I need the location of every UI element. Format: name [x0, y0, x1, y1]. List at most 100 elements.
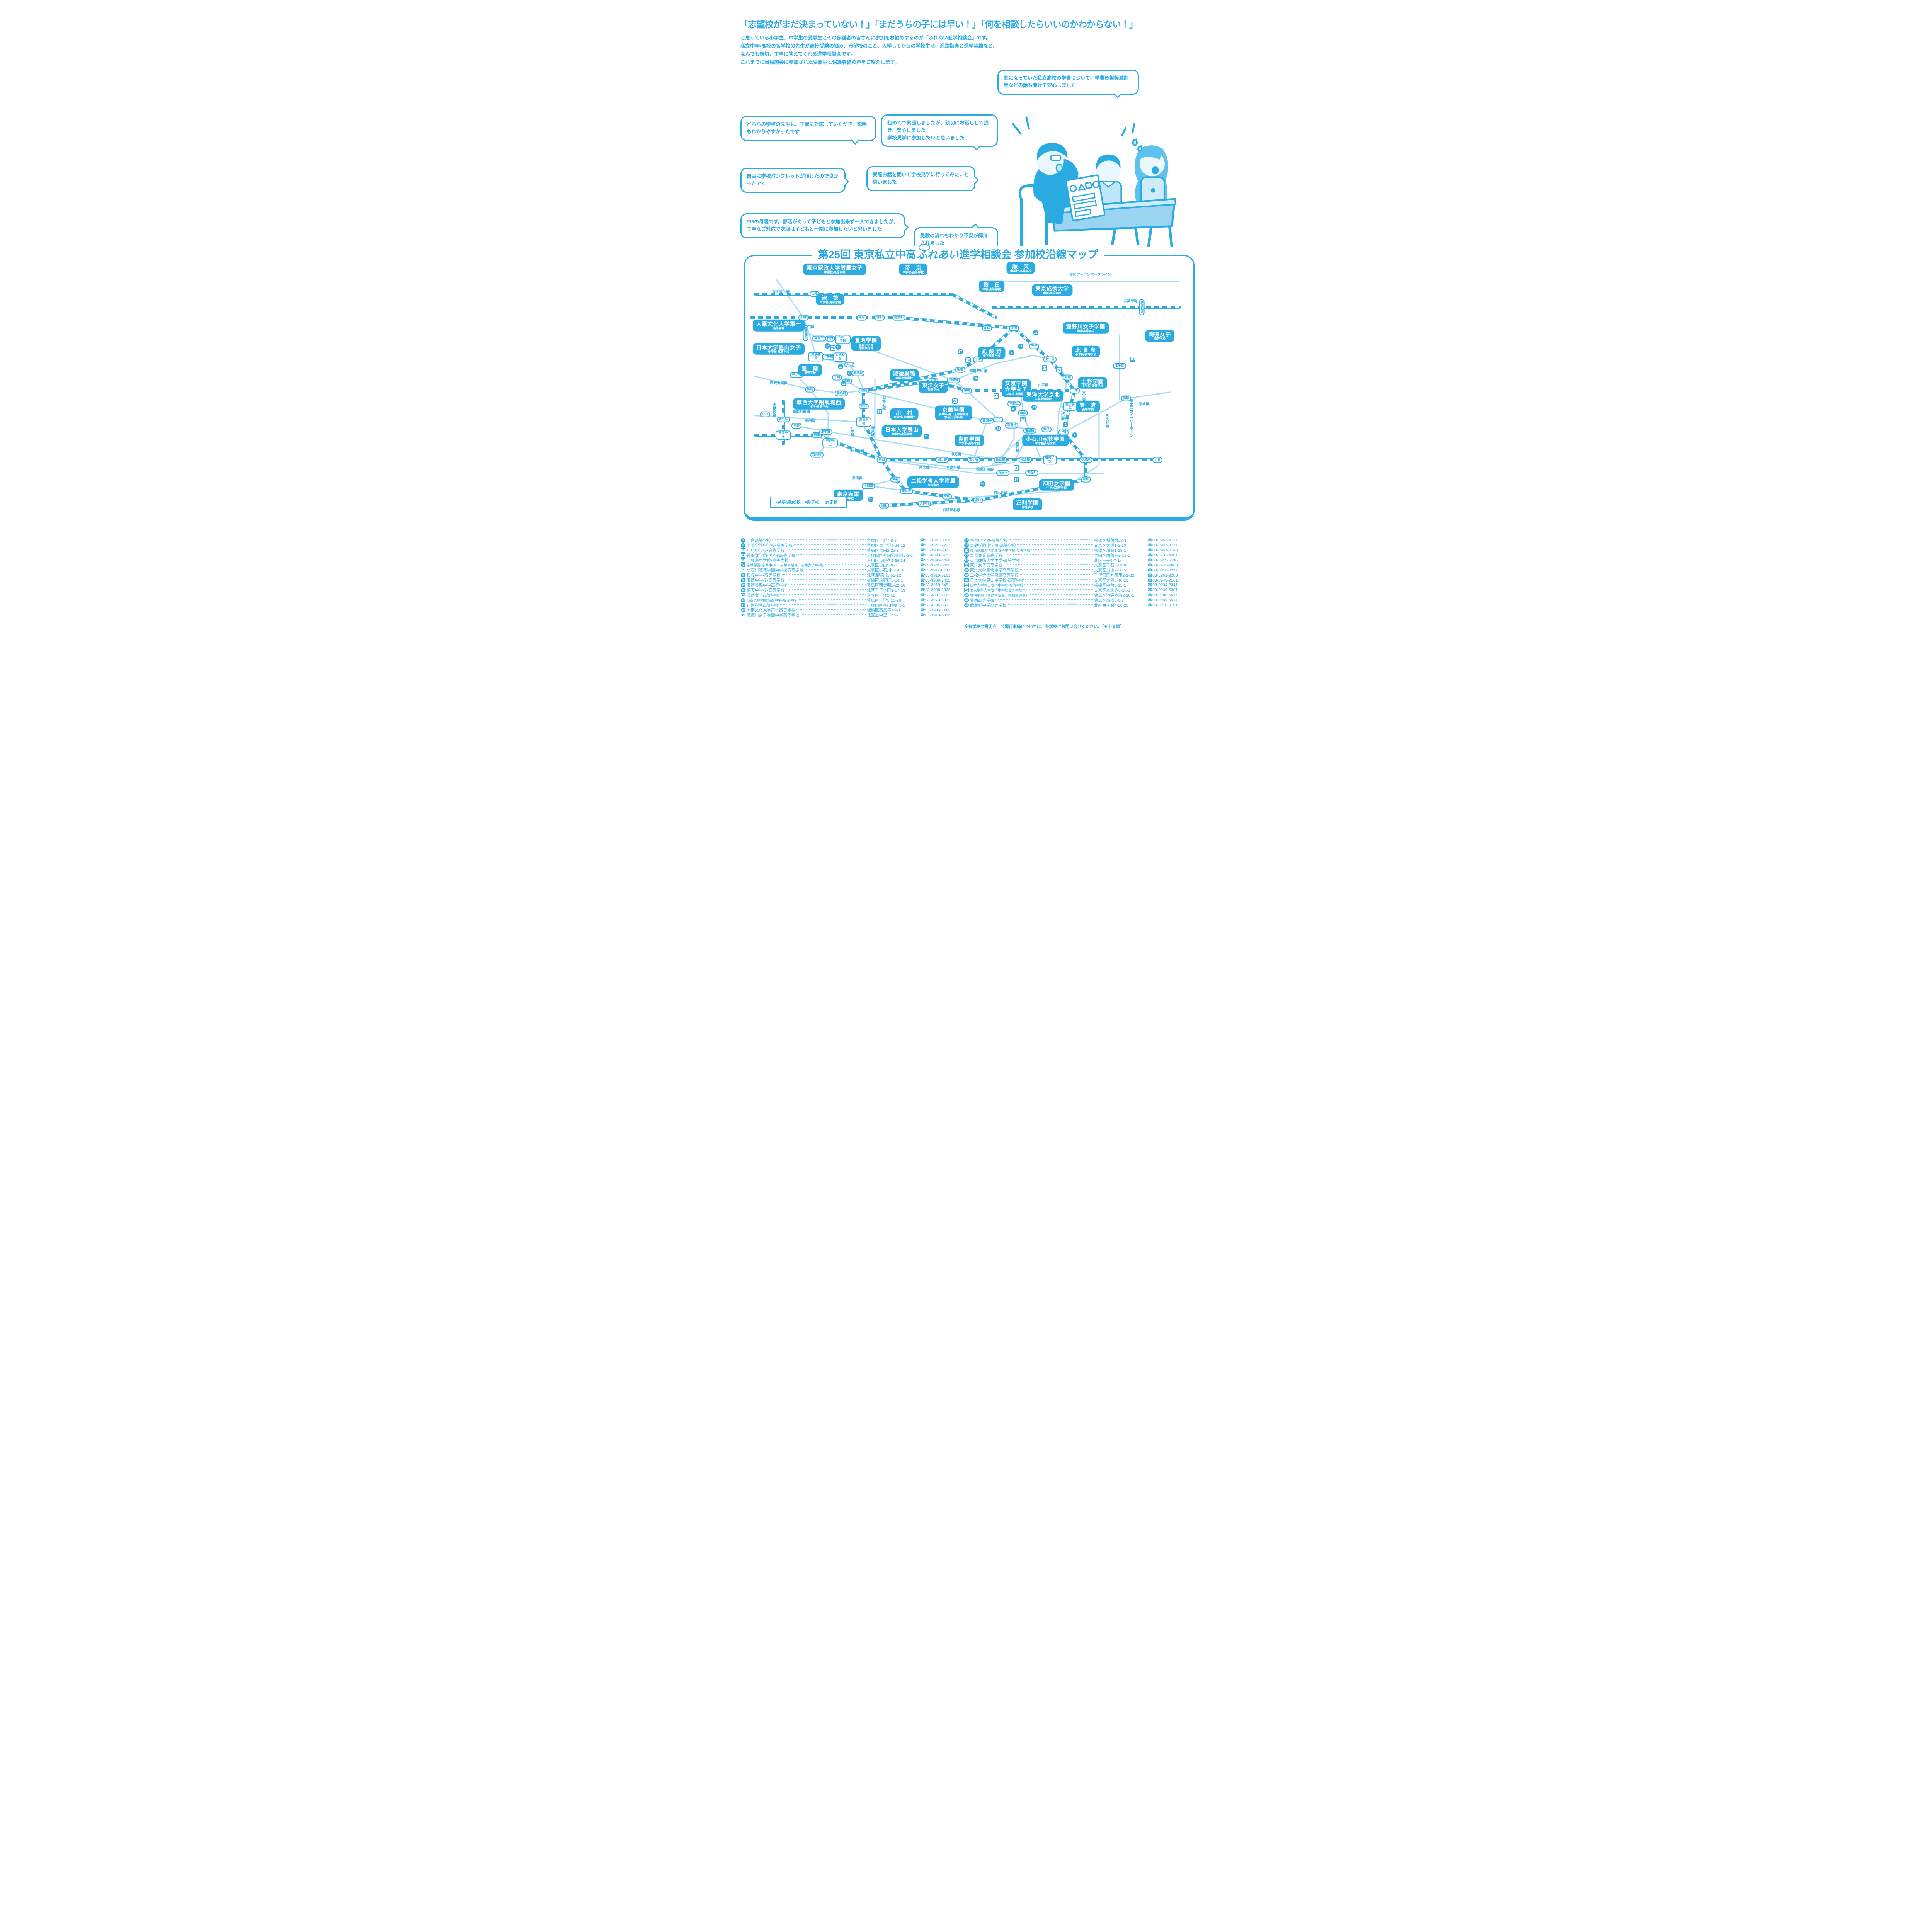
directory-phone: ☎03-6383-3751	[920, 553, 951, 558]
directory-marker: 15	[741, 608, 745, 612]
school-number-marker: 5	[1056, 367, 1062, 373]
testimonial-bubble: 中3の母親です。部活があって子どもと参加出来ず一人できましたが、丁寧なご対応で次…	[740, 213, 905, 238]
station-chip: ときわ台	[833, 352, 847, 362]
school-number-marker: 12	[1130, 357, 1136, 362]
directory-phone: ☎03-3988-5511	[1147, 593, 1178, 598]
directory-address: 板橋区高島平1-9-1	[867, 608, 901, 613]
school-name: 東京家政大学附属女子	[807, 265, 863, 271]
school-number-marker: 4	[1013, 465, 1019, 471]
school-type: 高等学校	[927, 388, 939, 391]
intro-paragraph: と思っている小学生、中学生の受験生とその保護者の皆さんに参加をお勧めするのが「ふ…	[740, 34, 1177, 66]
school-label: 潤徳女子高等学校	[1145, 330, 1174, 342]
station-chip: 志村三丁目	[835, 335, 851, 344]
line-label: 京浜東北線	[943, 508, 960, 512]
station-chip: 池袋	[859, 388, 869, 394]
dotted-leader	[786, 579, 866, 580]
rail-line-jr	[992, 305, 1181, 309]
directory-phone: ☎03-3261-9288	[1147, 573, 1178, 578]
station-chip: 巣鴨	[962, 388, 972, 394]
dotted-leader	[1025, 579, 1093, 580]
station-chip: 北池袋	[851, 370, 865, 376]
directory-note: ※各学校の説明会、公開行事等については、各学校にお問い合せください。（五十音順）	[964, 624, 1124, 629]
directory-address: 荒川区東尾久6-34-24	[867, 558, 905, 563]
directory-school-name: 東洋女子高等学校	[970, 563, 1002, 568]
directory-marker: 22	[964, 563, 969, 568]
station-chip: 目白	[859, 403, 869, 410]
directory-phone: ☎03-3943-3711	[1147, 543, 1178, 548]
station-chip: 蒲田	[879, 503, 889, 509]
station-chip: 秋葉原	[1079, 457, 1092, 463]
school-label: 北 豊 島中学校・高等学校	[1072, 345, 1100, 357]
school-number-marker: 23	[1031, 404, 1037, 410]
school-name: 神田女学園	[1042, 480, 1071, 486]
school-type: 京華中・高、京華商業高 京華女子中・高	[938, 412, 969, 419]
line-label: 埼京線	[871, 426, 875, 437]
line-label: 千代田線	[1060, 406, 1065, 420]
dotted-leader	[786, 589, 866, 590]
testimonial-bubble: 初めてで緊張しましたが、親切にお話しして頂き、安心しました 学校見学に参加したい…	[881, 114, 998, 147]
directory-address: 板橋区前野町5-14-1	[867, 578, 903, 583]
directory-phone: ☎03-3918-6451	[920, 583, 951, 588]
dotted-leader	[788, 584, 866, 585]
directory-school-name: 桜丘中学・高等学校	[747, 573, 781, 578]
directory-marker: 6	[741, 563, 745, 568]
station-chip: 町屋	[1063, 374, 1073, 381]
station-chip: 東武練馬	[808, 352, 824, 362]
station-chip: 恵比寿	[900, 488, 913, 494]
dotted-leader	[772, 539, 866, 540]
directory-phone: ☎03-3935-1115	[920, 607, 950, 612]
school-name: 豊 南	[801, 365, 818, 371]
dotted-leader	[781, 574, 866, 575]
directory-address: 北区上中里1-27-7	[867, 613, 899, 618]
school-type: 中学校高等学校	[1035, 441, 1056, 445]
map-title-part2: 進学相談会 参加校沿線マップ	[959, 249, 1098, 260]
directory-marker: 11	[741, 588, 745, 592]
school-name: 順 天	[1012, 264, 1029, 270]
school-name: 城西大学附属城西	[796, 399, 842, 405]
school-type: 中学高等学校	[983, 354, 1001, 357]
line-label: 都営新宿線	[976, 468, 994, 472]
line-label: 武蔵野線	[772, 403, 776, 417]
school-number-marker: 25	[924, 434, 929, 439]
directory-phone: ☎03-3911-5196	[1147, 558, 1178, 563]
directory-marker: 24	[964, 573, 969, 578]
directory-address: 板橋区中台3-15-1	[1094, 583, 1126, 588]
school-type: 豊島学院高 昭和鉄道高	[859, 343, 873, 350]
dotted-leader	[825, 564, 866, 565]
dotted-leader	[798, 599, 866, 600]
directory-address: 板橋区稲荷台27-1	[1094, 538, 1127, 543]
school-label: 淑 徳中学校・高等学校	[816, 293, 844, 305]
school-number-marker: 28	[847, 370, 853, 376]
directory-marker: 21	[964, 558, 969, 563]
school-number-marker: 10	[944, 381, 949, 386]
directory-school-name: 二松学舎大学附属高等学校	[970, 573, 1019, 578]
directory-school-name: 武蔵野中学高等学校	[970, 603, 1007, 608]
directory-school-name: 東京実業高等学校	[970, 553, 1002, 558]
station-chip: 中野	[791, 423, 802, 429]
line-label: 都電荒川線	[969, 369, 987, 373]
station-chip: 西巣鴨	[947, 377, 960, 383]
dotted-leader	[1031, 549, 1093, 550]
directory-school-name: 上野学園中学校・高等学校	[747, 543, 793, 548]
school-number-marker: 2	[1063, 422, 1069, 428]
school-name: 桜 丘	[983, 282, 1000, 288]
dotted-leader	[1007, 604, 1093, 605]
page-title: 「志望校がまだ決まっていない！」「まだうちの子には早い！」「何を相談したらいいの…	[739, 19, 1138, 29]
school-name: 潤徳女子	[1149, 331, 1171, 337]
directory-phone: ☎03-3881-7161	[920, 593, 951, 598]
rail-line-metro	[1098, 413, 1100, 465]
school-name: 武 蔵 野	[981, 348, 1002, 354]
line-label: 有楽町線	[946, 465, 961, 469]
rail-line-jr	[897, 316, 1015, 330]
station-chip: 千石	[993, 417, 1004, 422]
dotted-leader	[1004, 564, 1093, 565]
map-title-script: ふれあい	[917, 249, 959, 260]
line-label: 副都心線	[882, 395, 886, 410]
line-label: 日比谷線	[994, 491, 1008, 495]
directory-phone: ☎03-3941-6493	[920, 563, 951, 568]
